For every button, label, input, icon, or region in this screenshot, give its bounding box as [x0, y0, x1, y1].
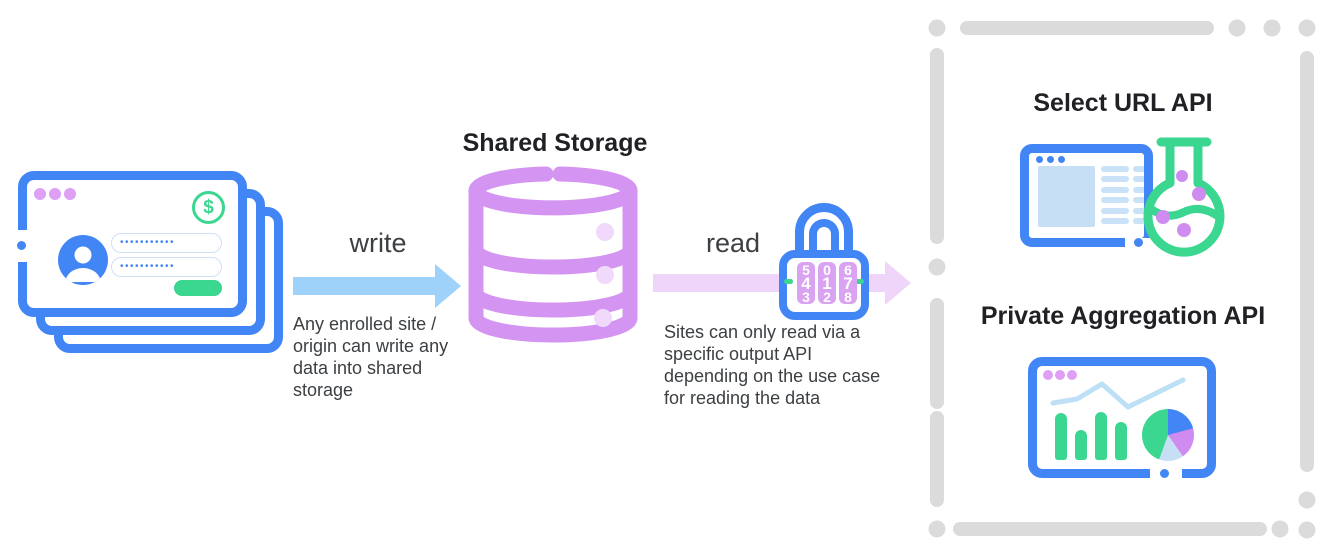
dial-digit-top: 5: [802, 262, 810, 278]
text-line: [1101, 208, 1129, 214]
input-field-1: •••••••••••: [111, 233, 222, 253]
database-icon: [468, 166, 638, 343]
text-line: [1133, 176, 1144, 182]
text-line: [1101, 197, 1129, 203]
input-field-2: •••••••••••: [111, 257, 222, 277]
dial-digit-bottom: 3: [802, 288, 810, 304]
dial-digit-bottom: 2: [823, 288, 831, 304]
dial-digit-top: 6: [844, 262, 852, 278]
text-line: [1101, 176, 1129, 182]
dial-digit-bottom: 8: [844, 288, 852, 304]
lock-dial: 5 4 3: [797, 262, 815, 304]
password-dots: •••••••••••: [120, 237, 176, 248]
dial-digit: 4: [801, 273, 811, 293]
read-arrow-head: [885, 261, 911, 305]
select-url-api-title: Select URL API: [1033, 89, 1213, 117]
dial-digit-top: 0: [823, 262, 831, 278]
dollar-icon: $: [192, 191, 225, 224]
text-line: [1133, 187, 1144, 193]
lock-dial: 6 7 8: [839, 262, 857, 304]
image-placeholder: [1038, 166, 1095, 227]
window-control-dots: [34, 188, 76, 200]
border-gap-dot: [17, 241, 26, 250]
lock-dials: 5 4 3 0 1 2 6 7 8: [797, 262, 857, 304]
line-chart-icon: [1050, 377, 1186, 410]
avatar-icon: [58, 235, 108, 285]
bar-chart-bar: [1095, 412, 1107, 460]
text-line: [1133, 166, 1144, 172]
read-label: read: [705, 228, 761, 258]
password-dots: •••••••••••: [120, 261, 176, 272]
dial-tick-right: [855, 279, 864, 284]
bar-chart-bar: [1115, 422, 1127, 460]
private-aggregation-api-title: Private Aggregation API: [980, 302, 1266, 330]
border-gap-dot: [1134, 238, 1143, 247]
text-line: [1101, 187, 1129, 193]
window-control-dots: [1036, 156, 1065, 163]
dial-digit: 7: [843, 273, 853, 293]
select-url-window-icon: [1020, 144, 1153, 247]
output-apis-dashed-frame: [928, 19, 1316, 539]
text-line: [1133, 208, 1144, 214]
private-aggregation-window-icon: [1028, 357, 1216, 478]
dial-tick-left: [784, 279, 793, 284]
submit-button-shape: [174, 280, 222, 296]
text-line: [1133, 197, 1144, 203]
flask-icon: [1143, 137, 1225, 257]
border-gap-dot: [1160, 469, 1169, 478]
write-arrow: [293, 277, 435, 295]
write-arrow-head: [435, 264, 461, 308]
read-description: Sites can only read via a specific outpu…: [664, 322, 881, 408]
shared-storage-title: Shared Storage: [462, 129, 648, 157]
text-line: [1133, 218, 1144, 224]
window-control-dots: [1043, 370, 1077, 380]
dial-digit: 1: [822, 273, 832, 293]
lock-dial: 0 1 2: [818, 262, 836, 304]
pie-chart-icon: [1142, 409, 1194, 461]
text-line: [1101, 218, 1129, 224]
write-description: Any enrolled site / origin can write any…: [293, 314, 449, 400]
lock-body: 5 4 3 0 1 2 6 7 8: [779, 250, 869, 320]
bar-chart-bar: [1075, 430, 1087, 460]
browser-window-front: $ ••••••••••• •••••••••••: [17, 171, 247, 317]
lock-shackle: [795, 203, 853, 263]
lock-icon: 5 4 3 0 1 2 6 7 8: [779, 203, 869, 325]
write-label: write: [349, 228, 407, 258]
bar-chart-bar: [1055, 413, 1067, 460]
text-line: [1101, 166, 1129, 172]
enrolled-sites-illustration: $ ••••••••••• •••••••••••: [17, 171, 323, 396]
